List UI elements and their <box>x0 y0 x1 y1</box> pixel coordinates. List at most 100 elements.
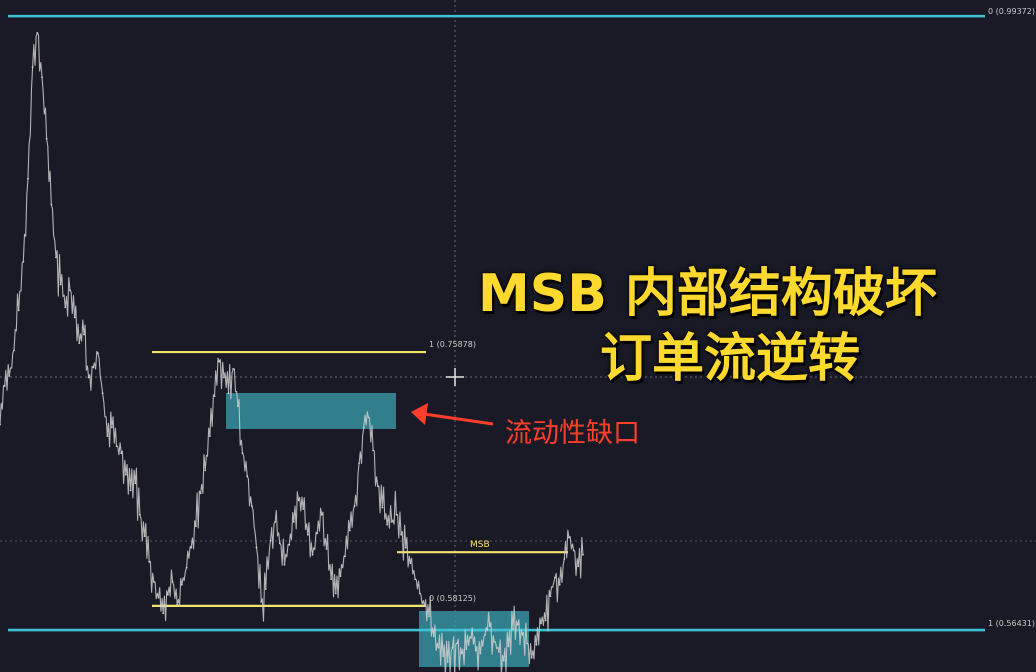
price-point <box>0 423 1 426</box>
price-point <box>306 533 309 536</box>
price-point <box>45 137 48 140</box>
price-series-line <box>0 32 584 672</box>
price-point <box>148 561 151 563</box>
price-point <box>83 333 85 336</box>
price-point <box>204 469 207 472</box>
price-point <box>157 596 160 599</box>
price-point <box>297 499 300 502</box>
price-point <box>8 375 11 377</box>
level-msb-label: MSB <box>470 540 490 550</box>
price-point <box>264 588 267 590</box>
price-point <box>353 505 356 507</box>
price-point <box>227 392 230 395</box>
liquidity-gap-annotation: 流动性缺口 <box>505 418 640 449</box>
price-point <box>255 546 258 549</box>
price-point <box>41 76 43 79</box>
price-point <box>325 548 328 550</box>
price-point <box>162 612 165 615</box>
price-point <box>260 601 263 603</box>
price-point <box>404 546 407 549</box>
price-point <box>213 395 216 397</box>
price-point <box>171 581 174 583</box>
price-point <box>251 505 253 507</box>
price-point <box>311 553 314 556</box>
price-point <box>17 309 20 312</box>
price-point <box>125 473 127 476</box>
liquidity-gap-zone <box>226 393 396 429</box>
price-point <box>190 546 193 549</box>
price-point <box>414 578 416 580</box>
price-point <box>237 405 239 407</box>
annotation-arrow-shaft <box>423 412 494 426</box>
price-point <box>153 581 155 583</box>
price-point <box>278 542 281 545</box>
level-bottom-label: 1 (0.56431) <box>988 619 1035 628</box>
price-point <box>101 392 104 395</box>
price-point <box>181 583 183 586</box>
price-point <box>59 283 62 286</box>
price-point <box>400 533 402 536</box>
price-point <box>544 619 547 622</box>
price-point <box>115 445 118 447</box>
price-point <box>316 532 319 535</box>
price-point <box>344 555 346 558</box>
price-point <box>568 536 570 539</box>
price-point <box>3 385 6 387</box>
price-point <box>348 529 351 532</box>
price-point <box>498 651 500 653</box>
price-point <box>69 289 71 292</box>
price-point <box>484 633 486 636</box>
price-point <box>437 646 440 649</box>
price-point <box>428 615 430 618</box>
price-point <box>535 643 538 646</box>
price-point <box>423 605 426 608</box>
price-point <box>13 349 15 352</box>
level-fib-low-label: 0 (0.58125) <box>429 594 476 603</box>
price-point <box>465 648 468 650</box>
price-point <box>209 435 211 437</box>
price-point <box>493 641 496 643</box>
arrow-layer <box>411 403 494 426</box>
price-point <box>367 416 370 419</box>
price-point <box>577 565 580 568</box>
price-point <box>50 203 53 206</box>
price-point <box>139 513 141 516</box>
price-point <box>390 521 393 523</box>
price-point <box>358 462 360 465</box>
level-fib-high-label: 1 (0.75878) <box>429 340 476 349</box>
price-point <box>446 661 449 663</box>
price-point <box>339 575 342 578</box>
price-point <box>530 656 533 659</box>
price-point <box>563 558 566 560</box>
price-point <box>302 508 305 510</box>
price-point <box>129 489 132 492</box>
crosshair-cursor-icon <box>446 368 464 386</box>
price-point <box>554 576 556 579</box>
price-point <box>195 525 197 528</box>
price-point <box>540 622 542 625</box>
price-point <box>516 623 519 626</box>
price-point <box>395 513 398 516</box>
price-point <box>460 652 463 655</box>
price-point <box>176 603 179 606</box>
headline-line-1: MSB 内部结构破坏 <box>477 264 938 324</box>
price-point <box>418 592 421 595</box>
price-point <box>134 482 137 485</box>
price-point <box>73 316 76 319</box>
price-point <box>78 342 81 344</box>
price-point <box>97 352 99 355</box>
price-point <box>167 593 169 596</box>
price-point <box>27 177 29 180</box>
price-point <box>502 659 505 662</box>
price-point <box>456 642 458 645</box>
price-point <box>386 523 388 526</box>
price-point <box>199 492 202 495</box>
price-point <box>432 635 435 638</box>
price-point <box>372 449 374 452</box>
price-point <box>442 655 444 658</box>
price-point <box>376 485 379 487</box>
price-point <box>232 368 235 370</box>
price-point <box>87 376 90 379</box>
